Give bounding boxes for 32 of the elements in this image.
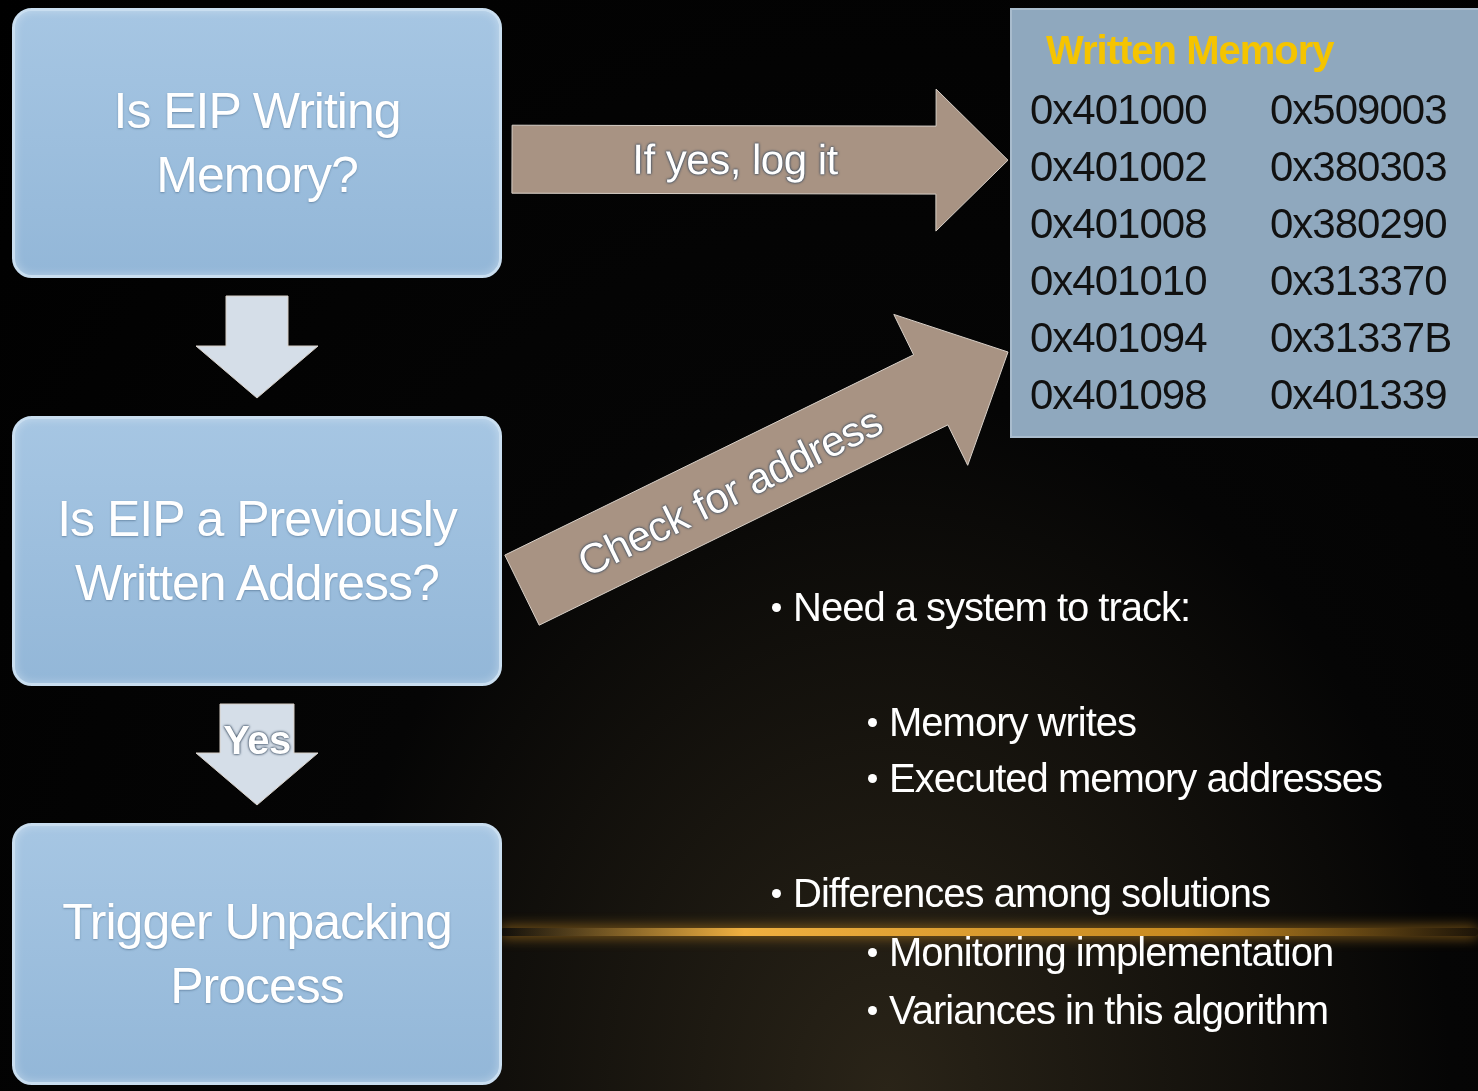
bullet-text: Memory writes (889, 700, 1137, 745)
bullet-text: Variances in this algorithm (889, 988, 1329, 1033)
bullet-text: Executed memory addresses (889, 756, 1382, 801)
memory-address: 0x31337B (1270, 313, 1452, 363)
memory-address: 0x380303 (1270, 142, 1447, 192)
process-box (12, 416, 502, 686)
block-arrow (511, 88, 1009, 232)
memory-table-panel (1010, 8, 1478, 438)
memory-address: 0x401002 (1030, 142, 1207, 192)
panel-title: Written Memory (1046, 28, 1334, 73)
memory-address: 0x401094 (1030, 313, 1207, 363)
memory-address: 0x401008 (1030, 199, 1207, 249)
process-box (12, 8, 502, 278)
edge-label: If yes, log it (632, 135, 838, 185)
edge-label: Yes (223, 717, 291, 763)
memory-address: 0x401339 (1270, 370, 1447, 420)
block-arrow (504, 313, 1009, 626)
memory-address: 0x380290 (1270, 199, 1447, 249)
memory-address: 0x401010 (1030, 256, 1207, 306)
bullet-text: Differences among solutions (793, 871, 1270, 916)
process-text: Is EIP Writing Memory? (112, 82, 402, 205)
memory-address: 0x313370 (1270, 256, 1447, 306)
bullet-text: Need a system to track: (793, 585, 1191, 630)
memory-address: 0x509003 (1270, 85, 1447, 135)
block-arrow (195, 703, 319, 806)
block-arrow (195, 295, 319, 399)
process-text: Trigger Unpacking Process (61, 893, 453, 1016)
memory-address: 0x401000 (1030, 85, 1207, 135)
memory-address: 0x401098 (1030, 370, 1207, 420)
bullet-text: Monitoring implementation (889, 930, 1334, 975)
process-box (12, 823, 502, 1085)
process-text: Is EIP a Previously Written Address? (56, 490, 459, 613)
